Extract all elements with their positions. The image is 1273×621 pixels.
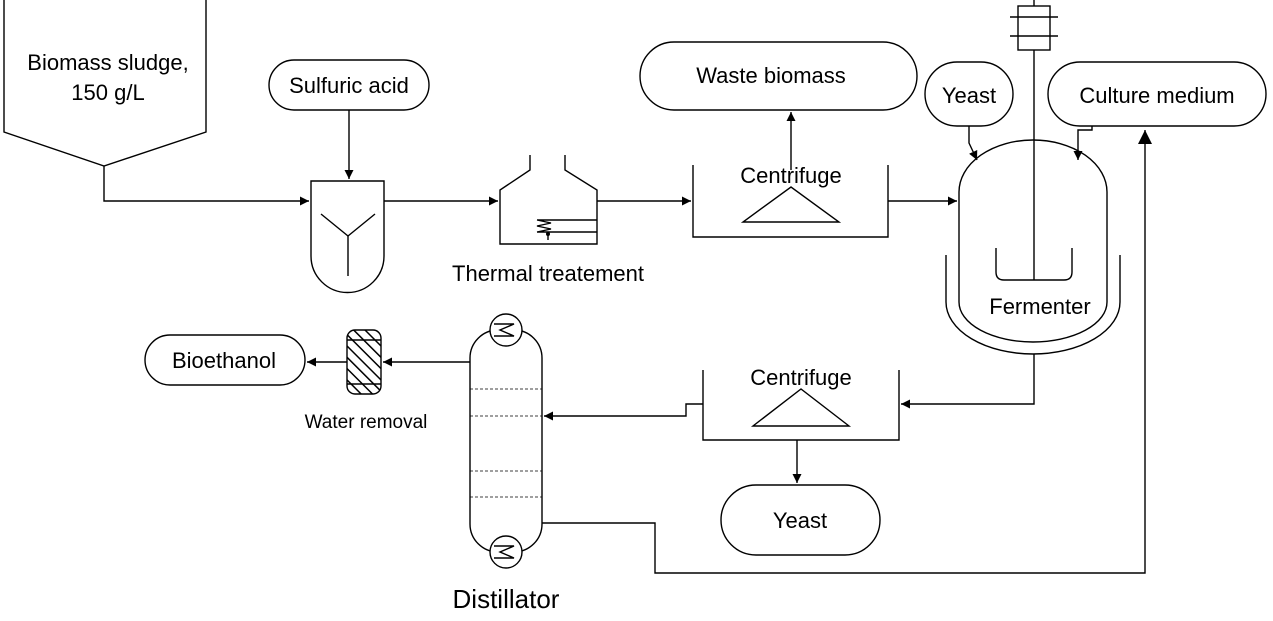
fermenter-label: Fermenter [989, 294, 1090, 319]
centrifuge-bottom: Centrifuge [702, 365, 900, 441]
yeast-input-terminal: Yeast [924, 61, 1014, 127]
flow-yeast-to-fermenter [968, 126, 978, 161]
yeast-output-terminal: Yeast [720, 484, 881, 556]
yeast-output-label: Yeast [773, 508, 827, 533]
sulfuric-acid-label: Sulfuric acid [289, 73, 409, 98]
fermenter: Fermenter [945, 0, 1121, 355]
biomass-concentration-label: 150 g/L [71, 80, 144, 105]
condenser-icon [489, 313, 523, 347]
reboiler-icon [489, 535, 523, 569]
bioethanol-label: Bioethanol [172, 348, 276, 373]
flow-fermenter-to-centrifuge [901, 354, 1035, 409]
mixer-vessel [310, 180, 385, 294]
flow-distillator-recycle-to-medium [542, 130, 1152, 574]
waste-biomass-terminal: Waste biomass [639, 41, 918, 111]
centrifuge-bottom-label: Centrifuge [750, 365, 852, 390]
centrifuge-top: Centrifuge [692, 163, 889, 238]
flow-lines [103, 110, 1152, 574]
biomass-sludge-label: Biomass sludge, [27, 50, 188, 75]
waste-biomass-label: Waste biomass [696, 63, 846, 88]
water-removal-label: Water removal [305, 412, 428, 433]
distillator-label: Distillator [453, 584, 560, 614]
culture-medium-label: Culture medium [1079, 83, 1234, 108]
thermal-treatment-label: Thermal treatement [452, 261, 644, 286]
thermal-treatment-unit: Thermal treatement [452, 155, 644, 286]
sulfuric-acid-terminal: Sulfuric acid [268, 59, 430, 111]
water-removal-unit: Water removal [305, 329, 428, 433]
distillation-column: Distillator [453, 313, 560, 614]
culture-medium-terminal: Culture medium [1047, 61, 1267, 127]
flow-biomass-to-mixer [103, 166, 309, 206]
yeast-input-label: Yeast [942, 83, 996, 108]
flow-medium-to-fermenter [1073, 126, 1093, 160]
biomass-sludge-hopper: Biomass sludge, 150 g/L [3, 0, 207, 167]
bioethanol-terminal: Bioethanol [144, 334, 306, 386]
flow-centrifuge-to-distillator [544, 403, 703, 421]
